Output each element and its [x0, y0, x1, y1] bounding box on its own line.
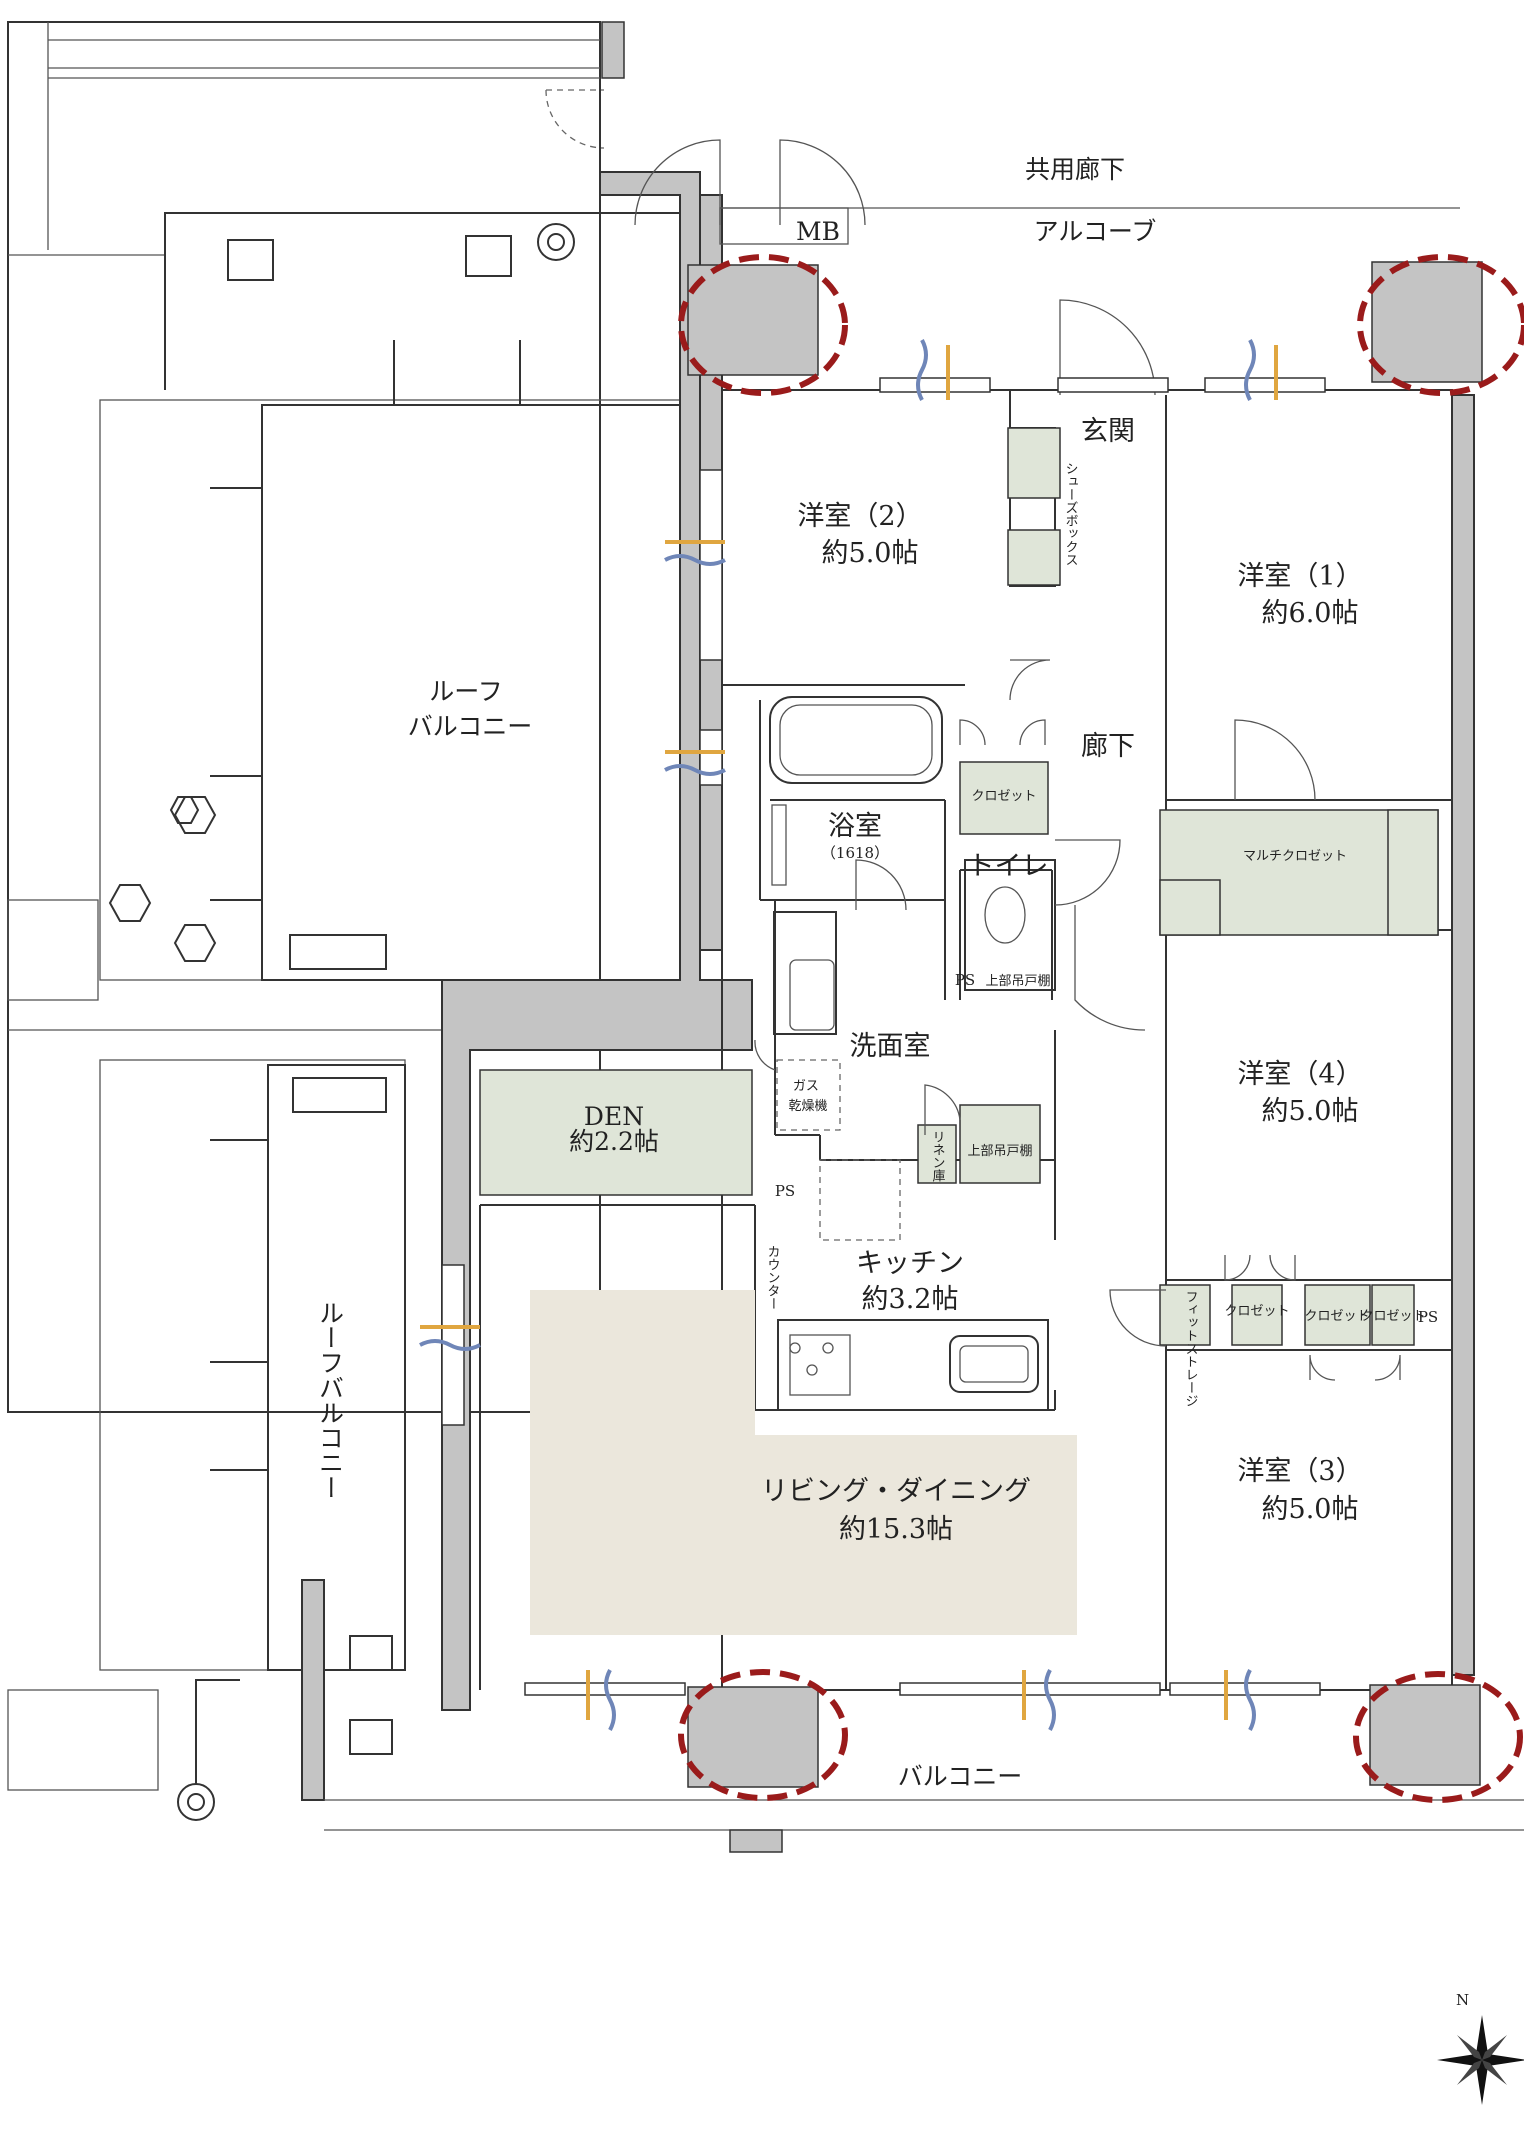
column-highlight-ring [1353, 1671, 1523, 1803]
label-multi-closet: マルチクロゼット [1243, 849, 1347, 864]
label-room4-size: 約5.0帖 [1262, 1096, 1359, 1127]
label-ps-3: PS [1418, 1308, 1438, 1326]
column-highlight-ring [678, 1669, 848, 1801]
label-closet-1: クロゼット [971, 789, 1036, 804]
label-den-size: 約2.2帖 [569, 1127, 659, 1156]
label-bathroom-size: （1618） [821, 844, 889, 862]
label-fit-storage: フィットストレージ [1183, 1290, 1198, 1407]
label-room2-name: 洋室（2） [797, 501, 922, 532]
label-mb: MB [796, 217, 840, 246]
label-roof-balcony-top: ルーフ バルコニー [408, 677, 533, 741]
label-balcony: バルコニー [898, 1762, 1023, 1791]
column-highlight-ring [678, 254, 848, 396]
label-room3-size: 約5.0帖 [1262, 1494, 1359, 1525]
label-hallway: 廊下 [1081, 731, 1135, 762]
label-roof-balcony-top-line2: バルコニー [408, 712, 533, 741]
label-washroom: 洗面室 [850, 1031, 931, 1062]
label-gas-dryer-line1: ガス [793, 1079, 819, 1094]
compass-north-label: N [1456, 1991, 1469, 2009]
label-room4-name: 洋室（4） [1237, 1059, 1362, 1090]
label-room3-name: 洋室（3） [1237, 1456, 1362, 1487]
column-top-left [687, 264, 819, 376]
label-gas-dryer: ガス 乾燥機 [788, 1079, 827, 1114]
label-kitchen-size: 約3.2帖 [862, 1284, 959, 1315]
room-labels: 共用廊下 アルコーブ MB 玄関 シューズボックス 洋室（2） 約5.0帖 洋室… [316, 155, 1439, 1791]
interior-walls [479, 139, 1460, 1691]
label-upper-cabinet-2: 上部吊戸棚 [967, 1144, 1032, 1159]
label-room1-size: 約6.0帖 [1262, 598, 1359, 629]
label-closet-3: クロゼット [1304, 1309, 1369, 1324]
label-toilet: トイレ [968, 851, 1049, 882]
label-room2-size: 約5.0帖 [822, 538, 919, 569]
label-closet-4: クロゼット [1360, 1309, 1425, 1324]
label-gas-dryer-line2: 乾燥機 [788, 1099, 827, 1114]
column-bottom-left [687, 1686, 819, 1788]
label-alcove: アルコーブ [1034, 217, 1157, 246]
label-ldk-size: 約15.3帖 [839, 1514, 953, 1545]
column-top-right [1371, 261, 1483, 383]
label-common-corridor: 共用廊下 [1025, 155, 1125, 184]
label-roof-balcony-side: ルーフバルコニー [316, 1300, 345, 1500]
label-upper-cabinet-1: 上部吊戸棚 [985, 974, 1050, 989]
label-counter: カウンター [765, 1245, 780, 1310]
column-bottom-right [1369, 1684, 1481, 1786]
roof-balcony-outline [7, 21, 681, 1821]
label-closet-2: クロゼット [1224, 1304, 1289, 1319]
label-roof-balcony-top-line1: ルーフ [429, 677, 503, 706]
label-den-name: DEN [584, 1102, 644, 1131]
label-bathroom-name: 浴室 [828, 811, 882, 842]
label-ldk-name: リビング・ダイニング [761, 1476, 1031, 1507]
label-entrance: 玄関 [1081, 416, 1135, 447]
label-ps-1: PS [955, 971, 975, 989]
label-shoe-box: シューズボックス [1063, 462, 1078, 566]
highlighted-columns [678, 254, 1524, 1803]
label-room1-name: 洋室（1） [1237, 561, 1362, 592]
label-kitchen-name: キッチン [856, 1248, 964, 1279]
airflow-indicators [419, 339, 1278, 1731]
label-linen: リネン庫 [930, 1130, 946, 1182]
label-ps-2: PS [775, 1182, 795, 1200]
north-compass-icon: N [1437, 1991, 1524, 2105]
